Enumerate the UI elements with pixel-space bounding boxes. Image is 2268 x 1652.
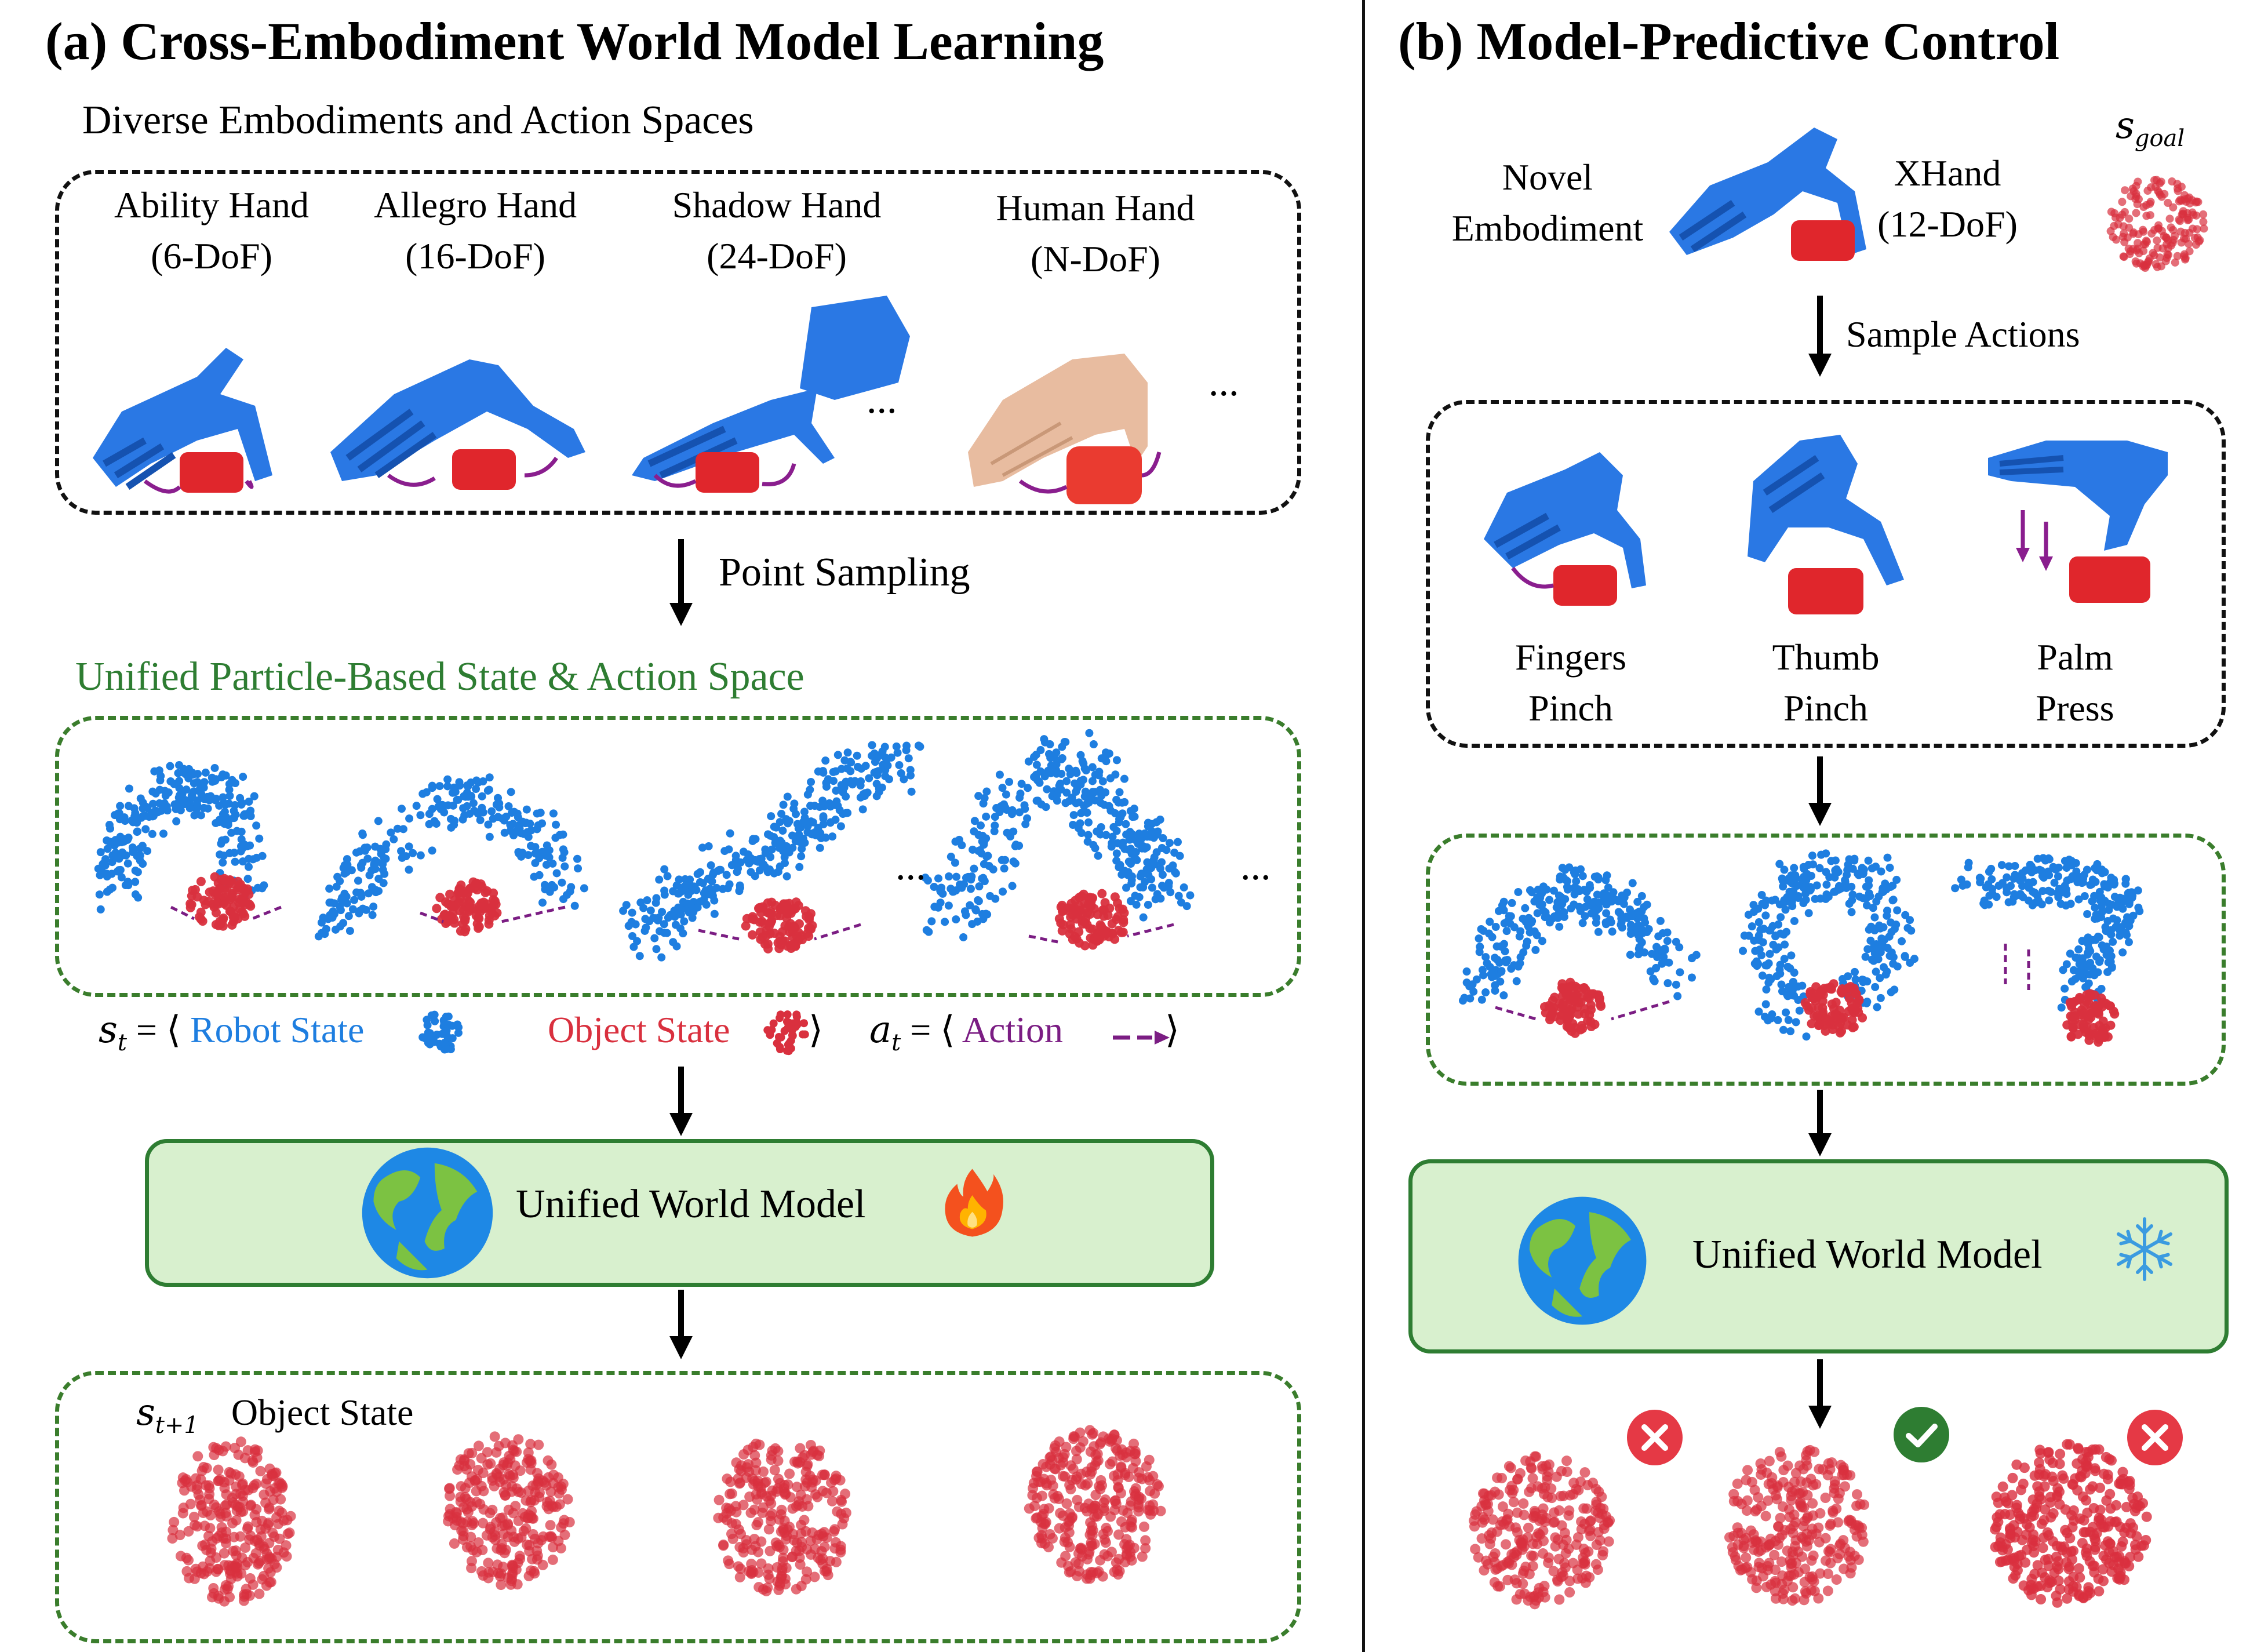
hand-label-allegro: Allegro Hand(16-DoF) <box>373 184 577 276</box>
ellipsis-1: ... <box>867 377 897 422</box>
arrow-sample-actions <box>1808 296 1832 377</box>
xhand-image <box>1669 128 1866 261</box>
xhand-label: XHand(12-DoF) <box>1877 152 2018 245</box>
eq-close: ⟩ <box>809 1009 823 1050</box>
hand-label-shadow: Shadow Hand(24-DoF) <box>672 184 882 276</box>
actions-box <box>1426 400 2226 748</box>
action-eq-close: ⟩ <box>1165 1009 1179 1050</box>
ellipsis-3: ... <box>895 844 926 889</box>
next-state-label: Object State <box>231 1392 414 1433</box>
goal-symbol: s <box>2116 104 2135 147</box>
next-object-states <box>167 1425 1166 1607</box>
next-state-heading: st+1 Object State <box>136 1391 413 1439</box>
human-hand-image <box>968 354 1162 504</box>
world-model-box-a <box>145 1139 1214 1287</box>
action-label: Action <box>962 1009 1063 1050</box>
sample-actions-label: Sample Actions <box>1846 314 2080 355</box>
cross-icon-2 <box>2127 1410 2183 1465</box>
next-state-box <box>55 1371 1301 1643</box>
hand-label-ability: Ability Hand(6-DoF) <box>114 184 309 276</box>
world-model-label-a: Unified World Model <box>516 1182 866 1227</box>
s-next-symbol: s <box>136 1391 155 1434</box>
hand-label-human: Human Hand(N-DoF) <box>996 187 1195 279</box>
cross-icon <box>1627 1410 1683 1465</box>
world-model-box-b <box>1408 1159 2229 1353</box>
a-t-symbol: a <box>869 1009 892 1051</box>
arrow-to-model-b <box>1808 1090 1832 1156</box>
particle-hands-a <box>94 729 1195 962</box>
robot-state-label: Robot State <box>190 1009 365 1050</box>
panel-divider <box>1362 0 1365 1652</box>
embodiments-box <box>55 170 1301 515</box>
check-icon <box>1894 1407 1949 1462</box>
action-eq: at = ⟨ Action <box>869 1009 1063 1056</box>
object-state-label: Object State <box>548 1009 730 1050</box>
arrow-to-next-state <box>669 1290 693 1359</box>
snowflake-icon <box>2116 1217 2173 1281</box>
arrow-to-particles-b <box>1808 756 1832 826</box>
ellipsis-4: ... <box>1240 844 1271 889</box>
diverse-heading: Diverse Embodiments and Action Spaces <box>82 98 754 143</box>
object-state-icon <box>763 1010 809 1056</box>
s-t-sub: t <box>117 1029 127 1056</box>
earth-icon-b <box>1518 1196 1647 1325</box>
outcome-states <box>1468 1439 2152 1610</box>
ellipsis-2: ... <box>1208 360 1239 405</box>
world-model-label-b: Unified World Model <box>1692 1232 2043 1277</box>
fire-icon <box>945 1169 1003 1237</box>
s-next-sub: t+1 <box>155 1411 199 1439</box>
ability-hand-image <box>93 348 272 494</box>
earth-icon <box>362 1147 493 1279</box>
particle-space-box <box>55 716 1301 997</box>
s-t-symbol: s <box>99 1009 118 1051</box>
goal-sub: goal <box>2134 125 2185 152</box>
particle-actions-box <box>1426 834 2226 1086</box>
palm-press-image <box>1988 441 2168 603</box>
allegro-hand-image <box>330 359 585 490</box>
arrow-to-model-a <box>669 1067 693 1136</box>
fingers-pinch-image <box>1484 452 1646 606</box>
thumb-pinch-image <box>1748 435 1904 614</box>
eq-open-2: = ⟨ <box>901 1009 962 1050</box>
eq-open: = ⟨ <box>126 1009 190 1050</box>
robot-state-icon <box>418 1010 463 1054</box>
arrow-point-sampling <box>669 539 693 626</box>
panel-a-title: (a) Cross-Embodiment World Model Learnin… <box>45 12 1104 71</box>
action-arrow-icon <box>1113 1031 1170 1045</box>
arrow-to-outcomes <box>1808 1359 1832 1429</box>
a-t-sub: t <box>891 1029 901 1056</box>
goal-object-state <box>2106 176 2208 272</box>
unified-heading: Unified Particle-Based State & Action Sp… <box>75 654 804 699</box>
shadow-hand-image <box>632 296 910 493</box>
goal-state-label: sgoal <box>2116 104 2185 152</box>
object-state-eq: Object State <box>548 1009 730 1051</box>
state-action-equation: st = ⟨ Robot State <box>99 1009 364 1056</box>
panel-b-title: (b) Model-Predictive Control <box>1398 12 2060 71</box>
point-sampling-label: Point Sampling <box>719 550 970 595</box>
particle-hands-b <box>1458 849 2144 1047</box>
